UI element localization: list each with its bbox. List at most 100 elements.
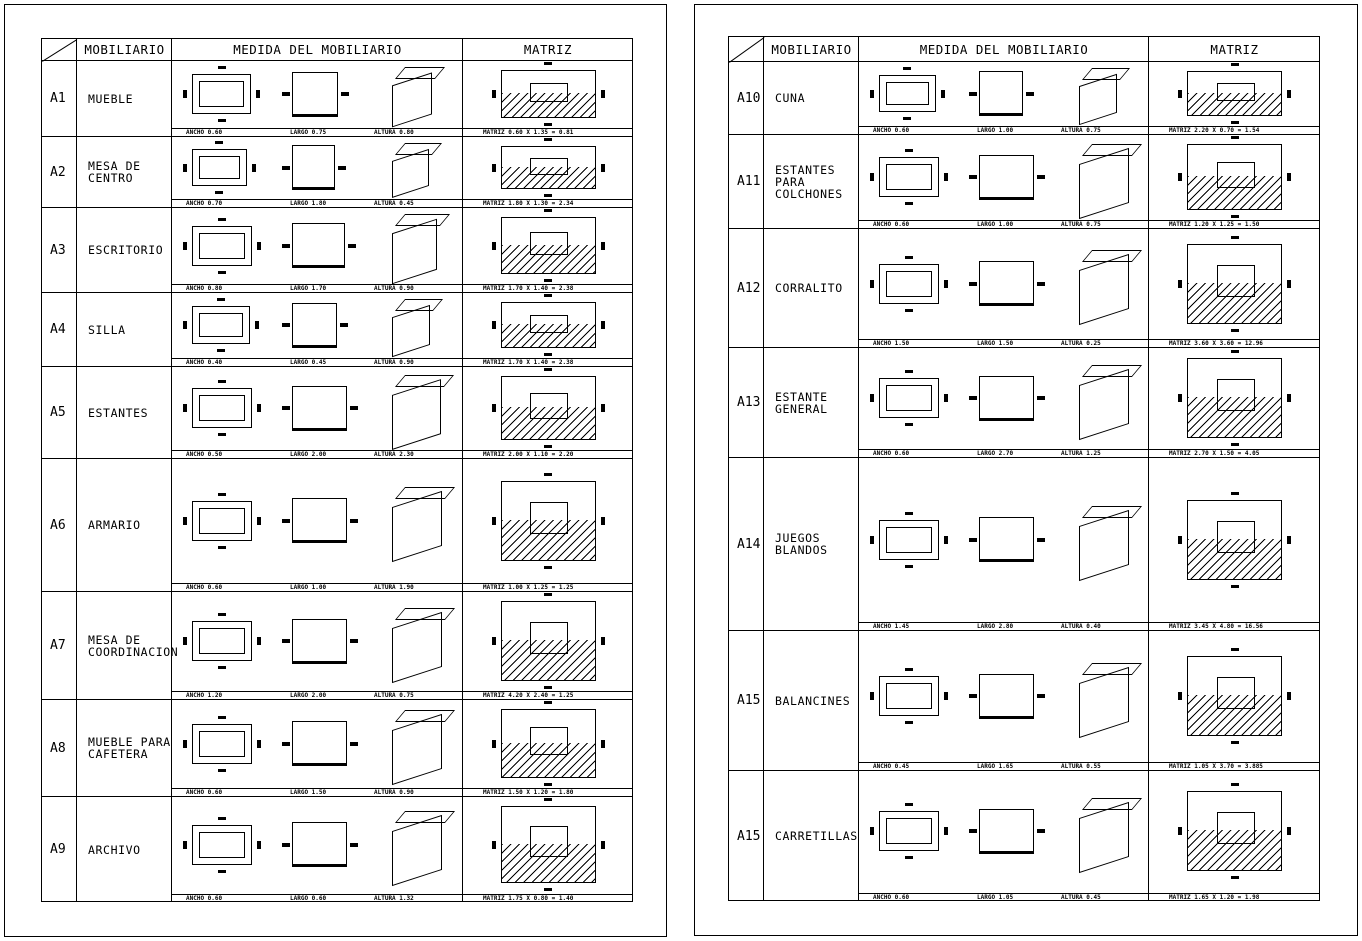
caption-matriz: MATRIZ 3.45 X 4.80 = 16.56	[1169, 623, 1263, 630]
dimension-mark	[1037, 537, 1045, 542]
dimension-mark	[350, 842, 358, 847]
matrix-drawing	[1187, 71, 1282, 116]
dimension-mark	[282, 243, 290, 248]
dimension-mark	[1230, 350, 1239, 353]
drawing-group	[42, 592, 632, 690]
dimension-mark	[969, 829, 977, 833]
plan-view-drawing	[192, 500, 252, 541]
isometric-view-drawing	[1079, 73, 1117, 126]
dimension-mark	[944, 173, 948, 181]
isometric-view-drawing	[392, 490, 442, 563]
row-furniture-name: BALANCINES	[775, 693, 851, 708]
dimension-mark	[282, 165, 290, 170]
dimension-mark	[1287, 394, 1291, 402]
matrix-hatched-area	[1188, 176, 1281, 209]
matrix-furniture-outline	[530, 727, 568, 755]
dimension-mark	[1026, 91, 1035, 96]
caption-ancho: ANCHO 0.50	[186, 451, 223, 458]
matrix-caption: MATRIZ 0.60 X 1.35 = 0.81	[463, 128, 633, 136]
dimension-mark	[282, 842, 290, 847]
dimension-mark	[905, 423, 913, 426]
row-id: A7	[50, 638, 66, 653]
dimension-mark	[183, 637, 187, 645]
dimension-mark	[544, 783, 552, 786]
matrix-drawing	[500, 480, 596, 561]
dimension-mark	[217, 66, 226, 70]
dimension-mark	[544, 445, 552, 448]
matrix-hatched-area	[501, 407, 595, 439]
dimension-mark	[341, 92, 350, 96]
isometric-view-drawing	[392, 378, 442, 450]
matrix-caption: MATRIZ 2.70 X 1.50 = 4.05	[1149, 449, 1320, 457]
header-name: MOBILIARIO	[77, 39, 172, 60]
row-furniture-name: MUEBLE	[88, 91, 134, 106]
caption-largo: LARGO 1.00	[977, 221, 1014, 228]
dimension-mark	[544, 472, 552, 476]
dimension-mark	[905, 803, 913, 806]
matrix-drawing	[1187, 243, 1282, 324]
isometric-view-drawing	[392, 149, 429, 198]
isometric-top-drawing	[1081, 250, 1143, 262]
matrix-caption: MATRIZ 1.20 X 1.25 = 1.50	[1149, 220, 1320, 228]
header-medida: MEDIDA DEL MOBILIARIO	[172, 39, 463, 60]
caption-largo: LARGO 1.70	[290, 285, 327, 292]
dimension-mark	[282, 518, 290, 523]
dimension-mark	[1178, 535, 1182, 544]
matrix-drawing	[500, 146, 596, 189]
dimension-mark	[254, 321, 259, 329]
dimension-mark	[1178, 279, 1182, 288]
dimension-mark	[969, 396, 977, 400]
caption-altura: ALTURA 0.75	[1061, 127, 1101, 134]
caption-ancho: ANCHO 0.80	[186, 285, 223, 292]
dimension-mark	[600, 321, 605, 329]
dimension-mark	[257, 637, 261, 645]
matrix-drawing	[1187, 358, 1282, 438]
front-view-drawing	[292, 618, 347, 664]
caption-matriz: MATRIZ 1.50 X 1.20 = 1.80	[483, 789, 574, 796]
dimension-mark	[1178, 89, 1182, 98]
drawing-group	[42, 700, 632, 787]
caption-matriz: MATRIZ 1.75 X 0.80 = 1.40	[483, 895, 574, 902]
matrix-furniture-outline	[1216, 264, 1255, 297]
dimension-mark	[491, 637, 496, 645]
dimension-mark	[1230, 215, 1239, 218]
caption-matriz: MATRIZ 1.70 X 1.40 = 2.38	[483, 359, 574, 366]
dimension-mark	[944, 827, 948, 835]
drawing-group	[42, 208, 632, 285]
column-divider	[1148, 37, 1149, 900]
row-id: A5	[50, 405, 66, 420]
dimension-mark	[944, 279, 948, 288]
row-id: A11	[737, 174, 761, 189]
matrix-drawing	[1187, 791, 1282, 871]
matrix-caption: MATRIZ 1.75 X 0.80 = 1.40	[463, 894, 633, 902]
isometric-view-drawing	[1079, 509, 1129, 582]
row-furniture-name: ESTANTES PARA COLCHONES	[775, 162, 843, 201]
caption-ancho: ANCHO 1.50	[873, 340, 910, 347]
front-view-drawing	[292, 721, 347, 766]
row-id: A1	[50, 91, 66, 106]
matrix-caption: MATRIZ 1.05 X 3.70 = 3.885	[1149, 762, 1320, 770]
dimension-mark	[1178, 692, 1182, 700]
isometric-view-drawing	[1079, 147, 1129, 219]
matrix-drawing	[500, 601, 596, 681]
dimension-mark	[1178, 394, 1182, 402]
dimension-mark	[600, 241, 605, 250]
dimension-mark	[544, 593, 552, 596]
dimension-mark	[183, 241, 187, 250]
caption-largo: LARGO 1.50	[290, 789, 327, 796]
dimension-mark	[282, 741, 290, 746]
matrix-caption: MATRIZ 1.80 X 1.30 = 2.34	[463, 199, 633, 207]
caption-matriz: MATRIZ 2.00 X 1.10 = 2.20	[483, 451, 574, 458]
caption-ancho: ANCHO 0.60	[873, 894, 910, 901]
caption-largo: LARGO 2.00	[290, 692, 327, 699]
isometric-top-drawing	[394, 143, 442, 155]
dimension-mark	[969, 537, 977, 542]
